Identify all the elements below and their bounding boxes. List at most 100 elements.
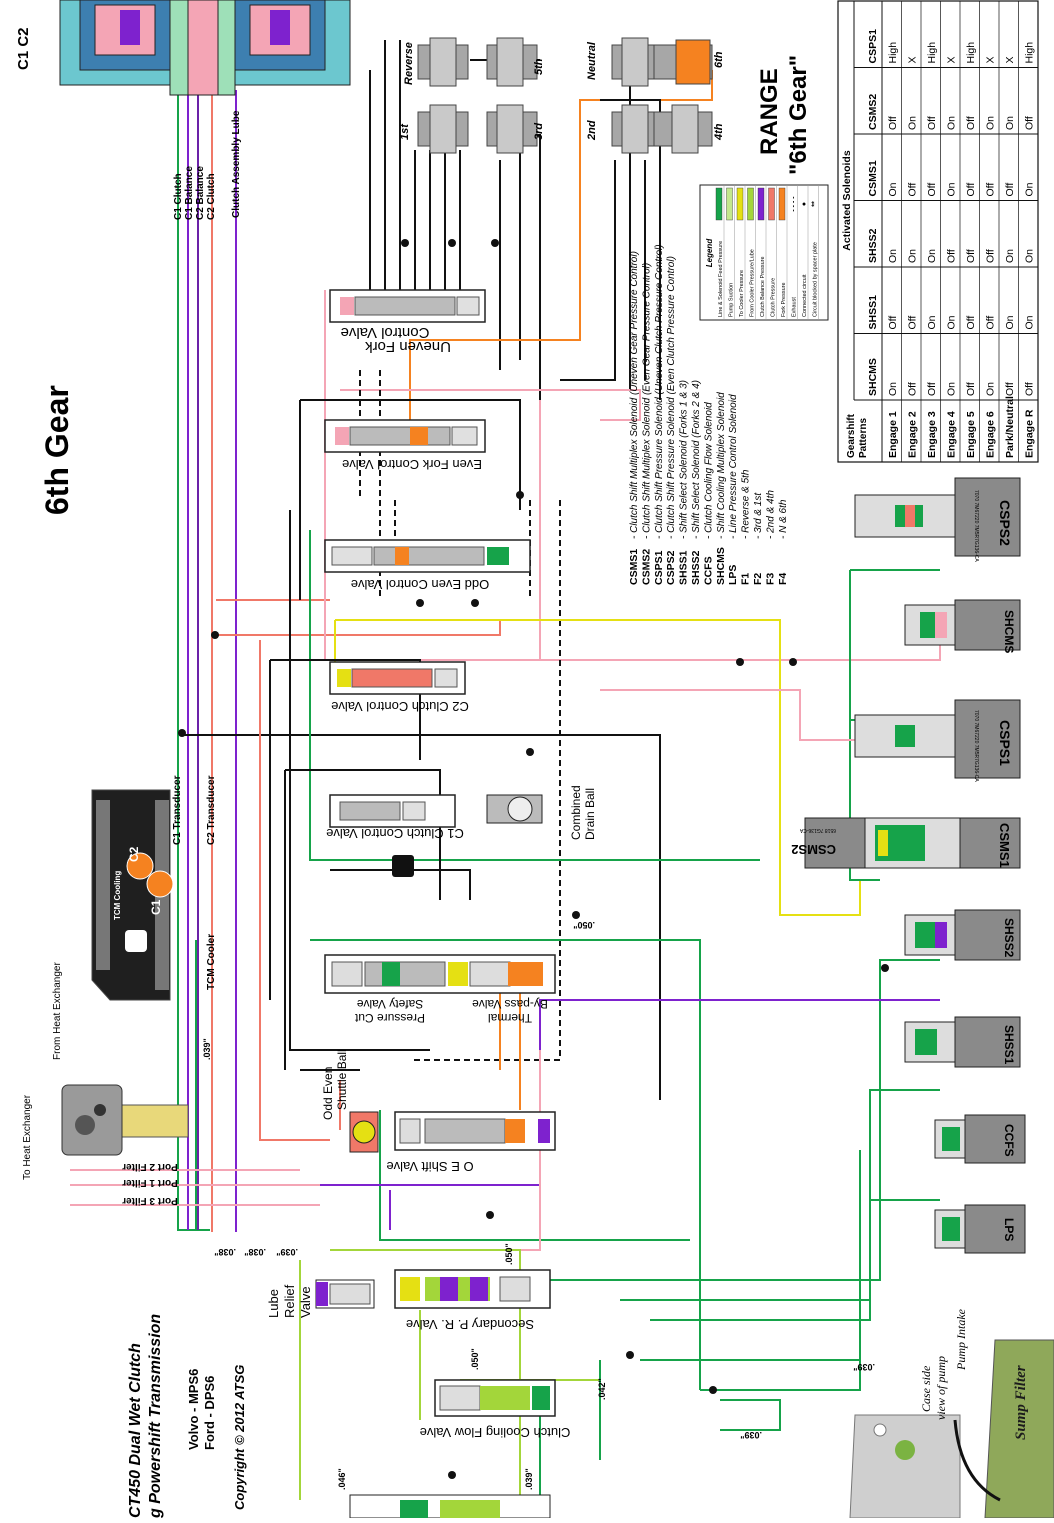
fork-reverse [417,37,469,87]
secondary-pr-valve: Secondary P. R. Valve [394,1269,551,1332]
c2-clutch-feed [216,599,330,1141]
orifice-039-e: .039" [853,1362,875,1372]
abbr-desc: - Clutch Shift Pressure Solenoid (Uneven… [654,244,665,539]
table-cell: On [907,249,919,263]
abbr-code: LPS [727,565,739,585]
table-cell: Off [926,382,938,396]
gear-fork-blocks [417,37,713,154]
table-cell: On [926,249,938,263]
table-cell: High [965,42,977,64]
lube-relief-label-1: Lube [266,1289,281,1318]
table-cell: On [985,116,997,130]
csms1-label: CSMS1 [997,823,1012,868]
pressure-cut-label-2: Safety Valve [356,997,423,1011]
solenoid-ccfs: CCFS [934,1114,1026,1164]
table-cell: On [887,249,899,263]
table-cell: Off [1024,382,1036,396]
lube-line-bottom [299,1249,600,1500]
green-feed-csms [379,959,940,1391]
black-check-valve [392,855,414,877]
table-cell: Off [985,183,997,197]
to-heat-exchanger-label: To Heat Exchanger [22,1094,33,1180]
solenoid-csps1: CSPS1 7070 7M67220 7M5R7G136-CA [854,699,1021,782]
lube-relief-label-2: Relief [282,1284,297,1318]
ford-label: Ford - DPS6 [202,1376,217,1450]
page-title: 6th Gear [39,385,75,515]
port1-filter-label: Port 1 Filter [122,1177,178,1188]
table-row-name: Engage 2 [907,411,919,458]
orifice-039-b: .039" [276,1247,298,1257]
table-cell: Off [965,382,977,396]
combined-drain-ball: Combined Drain Ball [486,785,597,840]
even-fork-feed [289,399,521,1051]
thermal-label-1: Thermal [488,1011,532,1025]
model-title-2: g Powershift Transmission [147,1314,164,1518]
fork-4th [653,104,713,154]
abbr-code: CSPS2 [665,550,677,585]
uneven-fork-control-valve: Uneven Fork Control Valve [329,289,486,355]
legend-symbol: - - - - [791,196,798,212]
fork-1st [417,104,469,154]
oe-shift-valve: O E Shift Valve [386,1111,556,1174]
legend-title: Legend [705,238,714,268]
legend-item-label: Clutch Balance Pressure [760,256,766,317]
solenoid-csms2-csms1: CSMS2 6518 7G136-CA CSMS1 [791,817,1021,869]
c1-clutch-label: C1 Clutch [173,173,184,220]
green-bottom [539,1359,860,1500]
oe-shift-label: O E Shift Valve [386,1159,473,1174]
circuit-lines [70,40,941,1500]
port-filter-labels: Port 2 Filter Port 1 Filter Port 3 Filte… [122,1161,178,1206]
abbr-code: CSMS2 [640,549,652,585]
legend-swatch [747,187,754,221]
c1-clutch-control-valve: C1 Clutch Control Valve [326,794,464,841]
solenoid-csps2: CSPS2 7070 7M67220 7M5R7G136-CA [854,477,1021,562]
gear-label-neutral: Neutral [586,41,598,80]
c1-balance-label: C1 Balance [184,166,195,220]
orifice-039-c: .039" [524,1468,534,1490]
table-cell: On [1004,116,1016,130]
table-cell: Off [965,183,977,197]
table-group-header: Activated Solenoids [841,150,853,251]
table-cell: On [1004,249,1016,263]
legend-item-label: Connected circuit [802,274,808,317]
orifice-050-c: .050" [470,1348,480,1370]
pump-intake-label: Pump Intake [954,1308,968,1371]
table-cell: X [907,56,919,63]
orifice-050-a: .050" [504,1243,514,1265]
fork-5th [486,37,538,87]
legend-swatch [715,187,723,221]
clutch-line-labels: C1 Clutch C1 Balance C2 Balance C2 Clutc… [22,110,242,1180]
orifice-046: .046" [337,1468,347,1490]
gear-label-1st: 1st [399,123,411,140]
drain-ball-label-2: Drain Ball [583,788,597,840]
legend-item-label: To Cooler Pressure [739,270,745,317]
abbr-desc: - Clutch Shift Pressure Solenoid (Even C… [666,256,677,539]
table-cell: X [946,56,958,63]
purple-line [240,999,940,1230]
gear-label-4th: 4th [713,123,725,141]
bottom-left-title: CT450 Dual Wet Clutch g Powershift Trans… [127,1314,247,1519]
table-cell: On [907,116,919,130]
table-cell: High [926,42,938,64]
gear-label-reverse: Reverse [403,42,415,85]
legend-item-label: Line & Solenoid Feed Pressure [718,241,724,317]
model-title-1: CT450 Dual Wet Clutch [127,1343,144,1518]
table-cell: Off [985,249,997,263]
table-cell: High [1024,42,1036,64]
table-cell: On [946,315,958,329]
abbr-code: SHSS2 [690,550,702,585]
lube-relief-valve: Lube Relief Valve [266,1279,375,1318]
from-heat-exchanger-label: From Heat Exchanger [52,962,63,1060]
abbr-code: CSPS1 [653,550,665,585]
red-c1-line [259,840,341,1140]
legend-item-label: Fork Pressure [781,282,787,317]
c2-clutch-control-label: C2 Clutch Control Valve [331,699,469,714]
abbr-desc: - N & 6th [778,499,789,539]
legend-swatch [736,187,744,221]
abbr-desc: - Clutch Cooling Flow Solenoid [703,402,714,539]
table-cell: Off [907,382,919,396]
table-column-header: SHCMS [867,358,879,396]
tcm-cooling-label: TCM Cooling [113,871,122,920]
table-cell: Off [965,316,977,330]
abbr-desc: - Shift Select Solenoid (Forks 2 & 4) [691,380,702,539]
